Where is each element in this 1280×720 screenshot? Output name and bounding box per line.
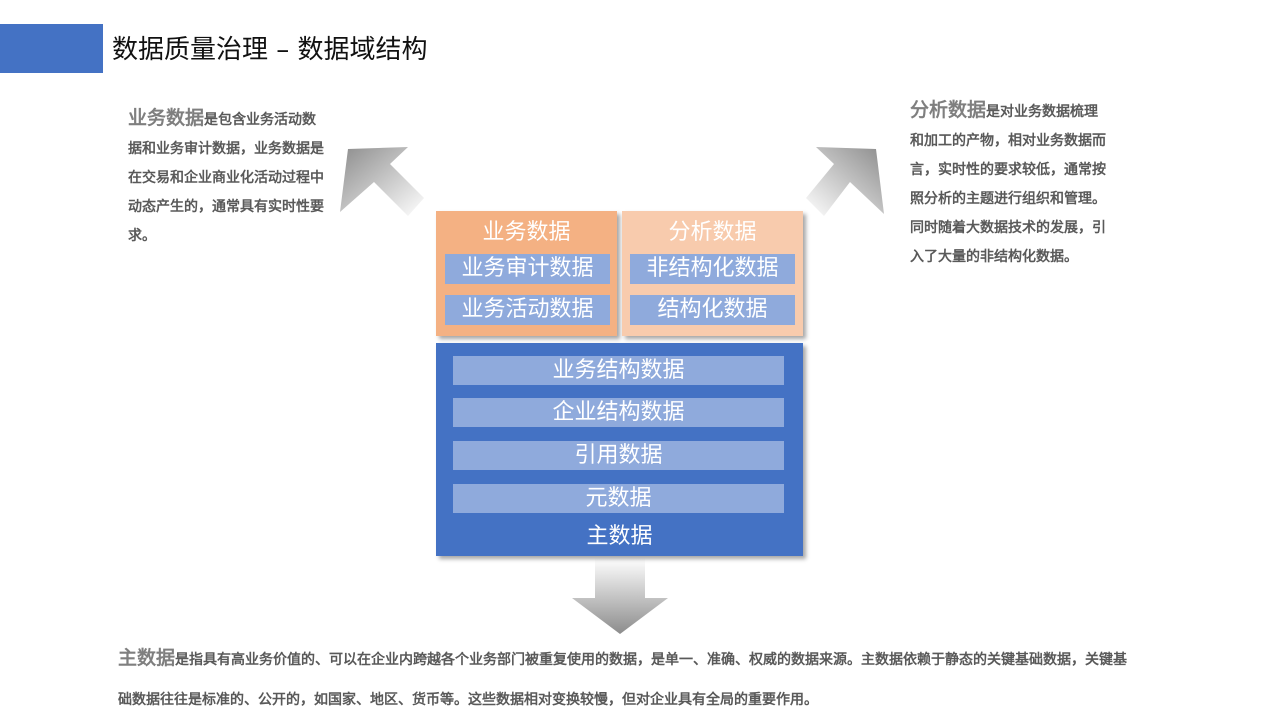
master-description-lead: 主数据 xyxy=(118,647,176,669)
arrow-up-right-icon xyxy=(806,147,884,216)
business-data-description: 业务数据是包含业务活动数据和业务审计数据，业务数据是在交易和企业商业化活动过程中… xyxy=(128,104,324,251)
business-item-audit: 业务审计数据 xyxy=(445,254,610,284)
analysis-description-body: 是对业务数据梳理和加工的产物，相对业务数据而言，实时性的要求较低，通常按照分析的… xyxy=(910,104,1106,265)
arrow-up-left-icon xyxy=(340,147,424,216)
master-data-description: 主数据是指具有高业务价值的、可以在企业内跨越各个业务部门被重复使用的数据，是单一… xyxy=(118,638,1138,720)
arrow-down-icon xyxy=(572,558,668,634)
master-description-body: 是指具有高业务价值的、可以在企业内跨越各个业务部门被重复使用的数据，是单一、准确… xyxy=(118,652,1128,708)
analysis-item-structured: 结构化数据 xyxy=(630,295,795,325)
analysis-data-description: 分析数据是对业务数据梳理和加工的产物，相对业务数据而言，实时性的要求较低，通常按… xyxy=(910,96,1108,272)
page-title: 数据质量治理 – 数据域结构 xyxy=(112,35,428,65)
business-description-body: 是包含业务活动数据和业务审计数据，业务数据是在交易和企业商业化活动过程中动态产生… xyxy=(128,112,324,244)
analysis-description-lead: 分析数据 xyxy=(910,99,987,121)
master-item-enterprise-structure: 企业结构数据 xyxy=(453,398,784,427)
analysis-data-title: 分析数据 xyxy=(668,220,757,245)
analysis-item-unstructured: 非结构化数据 xyxy=(630,254,795,284)
business-description-lead: 业务数据 xyxy=(128,107,205,129)
master-data-title: 主数据 xyxy=(586,524,653,549)
business-data-title: 业务数据 xyxy=(482,220,571,245)
master-item-metadata: 元数据 xyxy=(453,484,784,513)
master-item-reference: 引用数据 xyxy=(453,441,784,470)
title-accent-bar xyxy=(0,24,103,73)
business-item-activity: 业务活动数据 xyxy=(445,295,610,325)
master-item-business-structure: 业务结构数据 xyxy=(453,356,784,385)
